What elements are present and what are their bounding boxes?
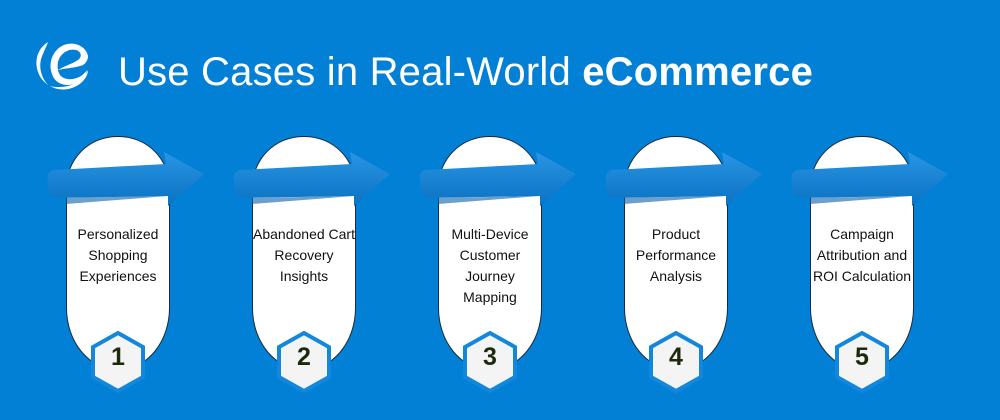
hexagon-badge-icon [277,331,331,393]
card-label: Campaign Attribution and ROI Calculation [812,226,912,284]
step-number: 4 [669,343,683,371]
hexagon-badge-icon [649,331,703,393]
step-number: 1 [111,343,125,371]
use-case-card-2: Abandoned Cart Recovery Insights 2 [232,136,432,416]
arrow-band-icon [791,152,948,206]
arrow-band-icon [419,152,576,206]
step-number: 2 [297,343,311,371]
arrow-band-icon [233,152,390,206]
step-number: 5 [855,343,869,371]
card-label: Multi-Device Customer Journey Mapping [451,226,529,305]
step-number: 3 [483,343,497,371]
arrow-band-icon [605,152,762,206]
hexagon-badge-icon [463,331,517,393]
use-case-card-5: Campaign Attribution and ROI Calculation… [790,136,990,416]
title-bold: eCommerce [582,50,814,94]
use-case-card-3: Multi-Device Customer Journey Mapping 3 [418,136,618,416]
e-logo-icon [30,30,94,94]
hexagon-badge-icon [835,331,889,393]
arrow-band-icon [47,152,204,206]
card-label: Product Performance Analysis [635,226,717,284]
hexagon-badge-icon [91,331,145,393]
use-case-card-1: Personalized Shopping Experiences 1 [46,136,246,416]
card-label: Personalized Shopping Experiences [77,226,159,284]
title-light: Use Cases in Real-World [118,50,583,94]
use-case-card-4: Product Performance Analysis 4 [604,136,804,416]
page-title: Use Cases in Real-World eCommerce [118,46,813,98]
card-label: Abandoned Cart Recovery Insights [253,226,355,284]
